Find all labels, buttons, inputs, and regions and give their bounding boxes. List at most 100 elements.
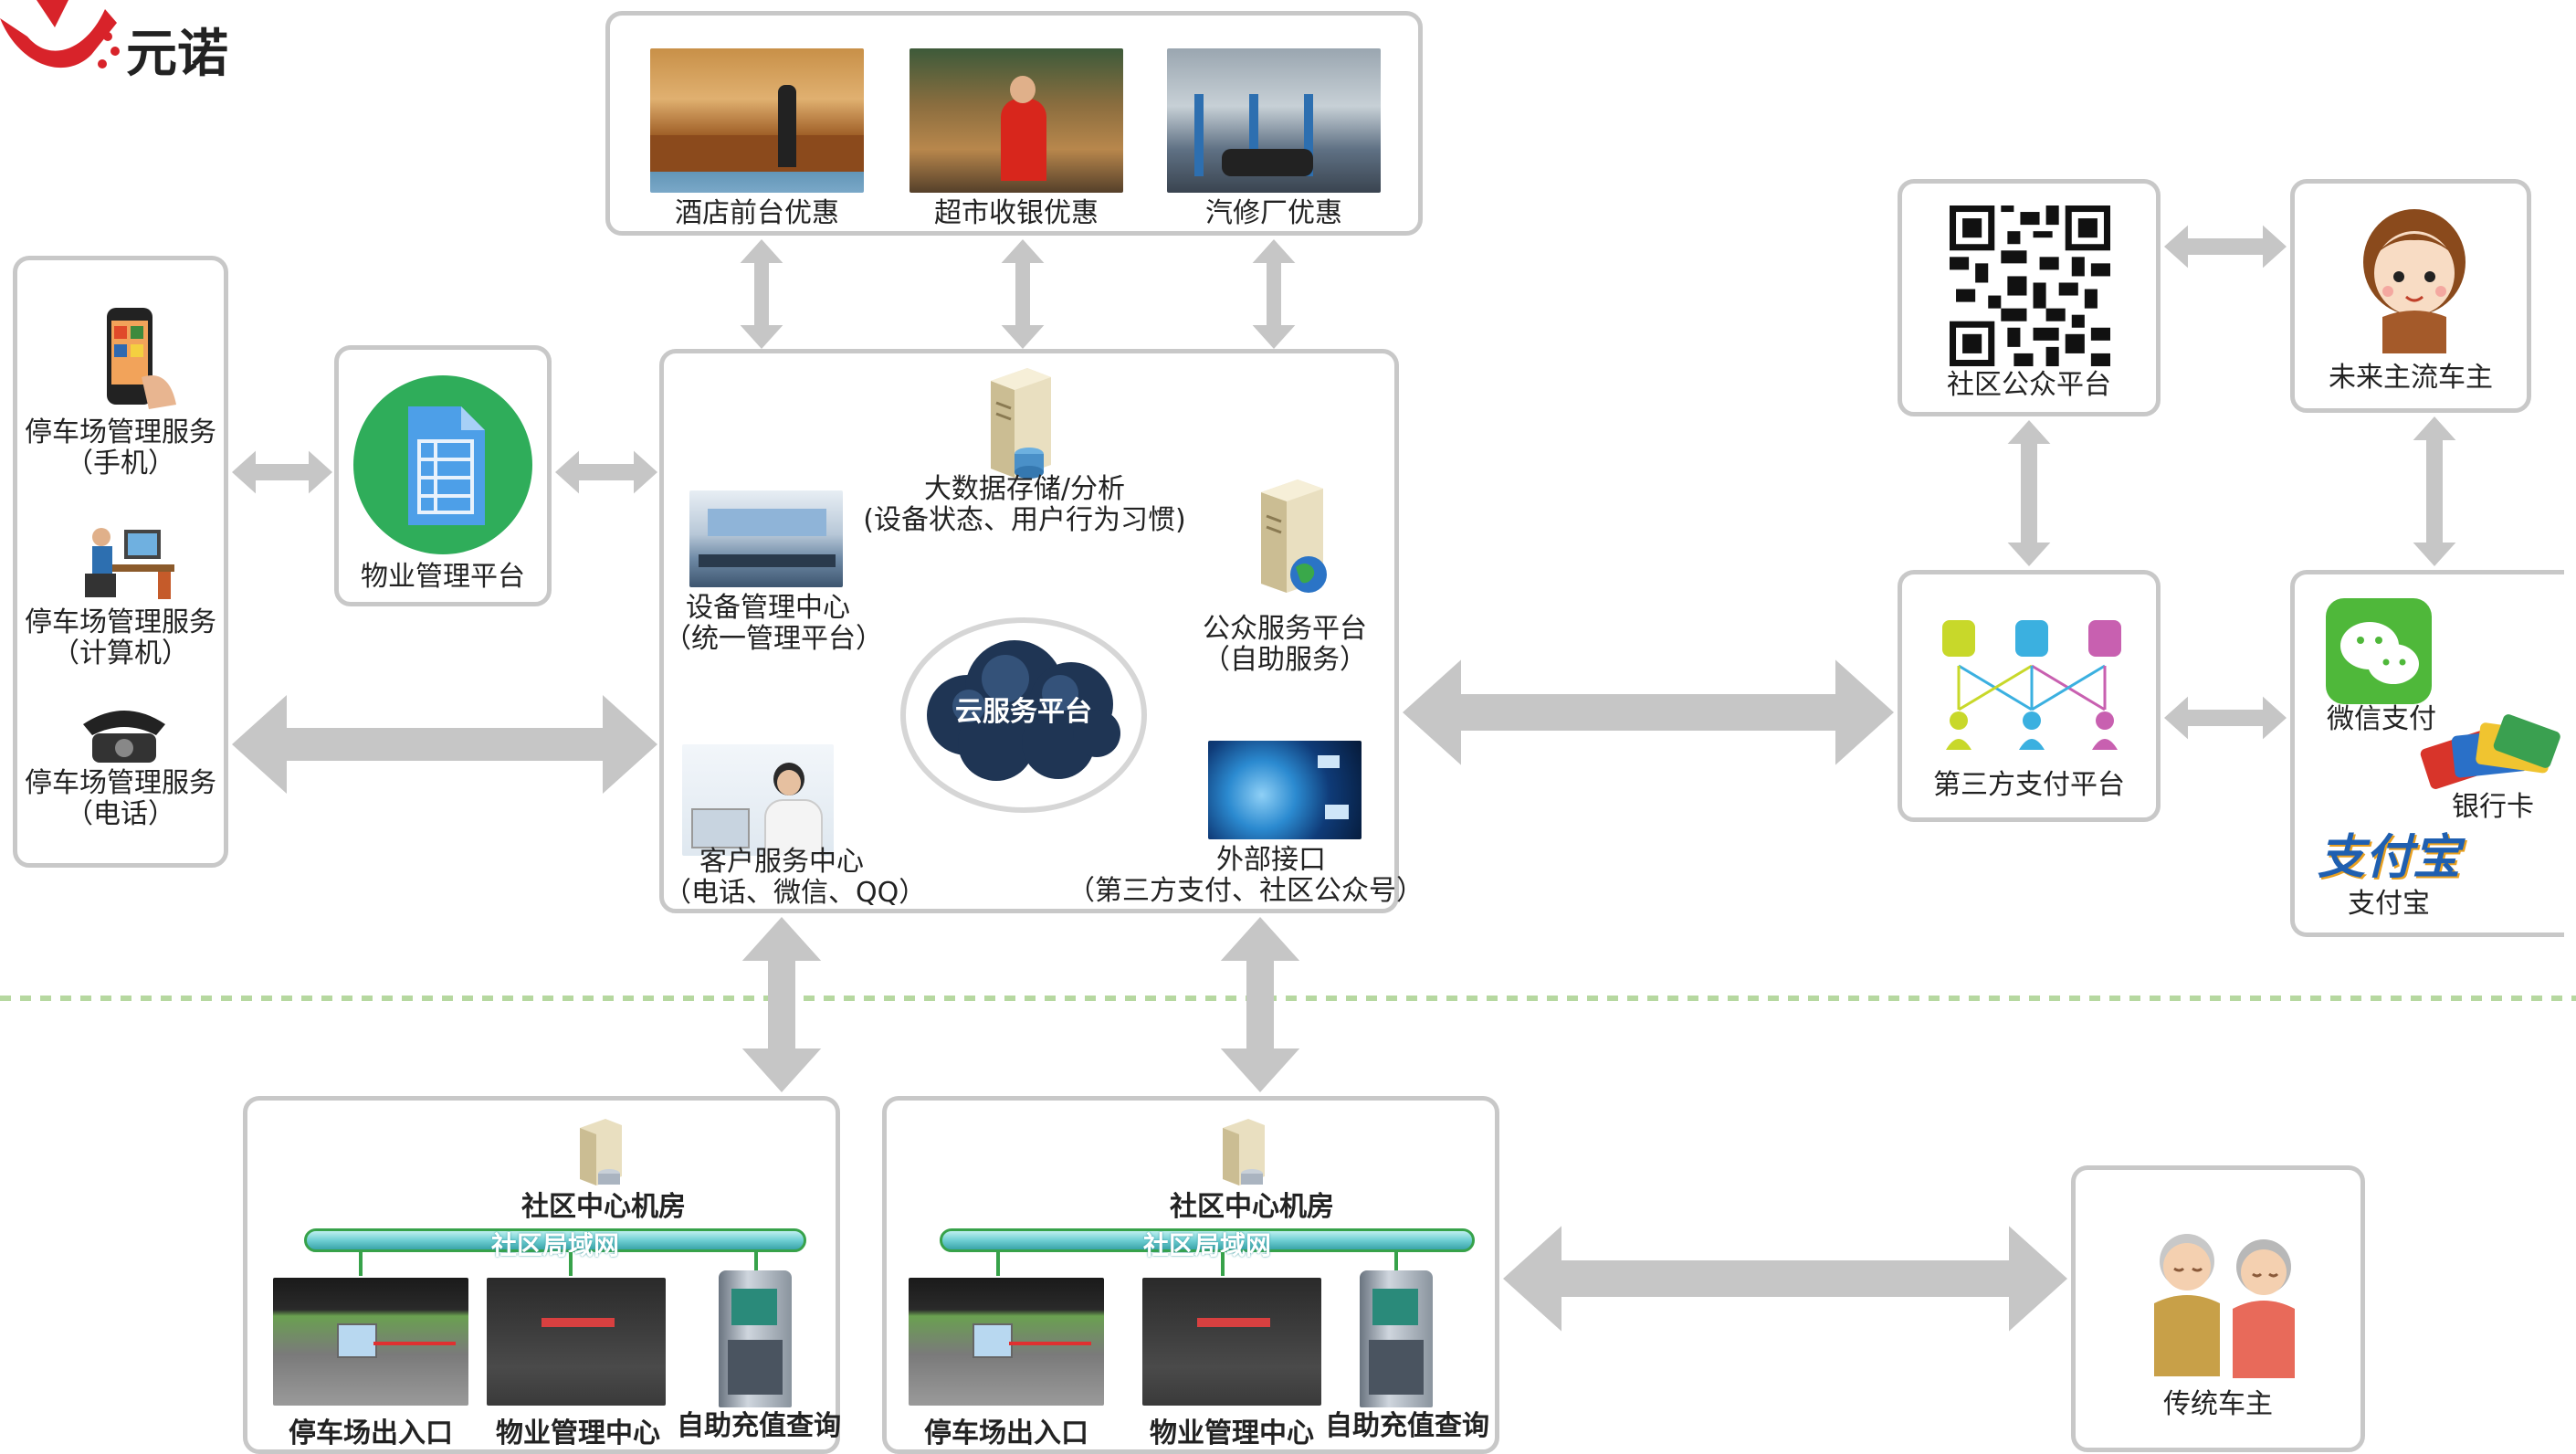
site1-drop-line-2 xyxy=(569,1252,573,1276)
client-mobile-line2: （手机） xyxy=(66,448,175,479)
arrow-site2-traditional xyxy=(1503,1226,2067,1332)
arrow-thirdparty-wallet xyxy=(2164,696,2287,740)
site2-kiosk-photo xyxy=(1360,1270,1433,1407)
site2-item-property: 物业管理中心 xyxy=(1150,1417,1314,1449)
site2-drop-line-2 xyxy=(1221,1252,1225,1276)
future-owner-label: 未来主流车主 xyxy=(2329,362,2493,394)
arrow-qr-future xyxy=(2164,225,2287,269)
site2-lan-bar: 社区局域网 xyxy=(940,1228,1475,1260)
property-platform-box: 物业管理平台 xyxy=(334,345,552,606)
arrow-mobile-property xyxy=(232,450,332,494)
community-site-2: 社区中心机房 社区局域网 停车场出入口 物业管理中心 自助充值查询 xyxy=(882,1096,1499,1454)
external-interface-line1: 外部接口 xyxy=(1216,844,1326,876)
wechat-pay-label: 微信支付 xyxy=(2327,703,2436,735)
alipay-logo-text: 支付宝 xyxy=(2317,830,2460,885)
site2-property-center-photo xyxy=(1142,1278,1321,1406)
site1-property-center-photo xyxy=(487,1278,666,1406)
arrow-hotel-cloud xyxy=(740,239,783,349)
community-public-box: 社区公众平台 xyxy=(1898,179,2161,416)
device-mgmt-line1: 设备管理中心 xyxy=(686,592,850,624)
client-mobile-line1: 停车场管理服务 xyxy=(25,416,216,448)
site2-parking-gate-photo xyxy=(909,1278,1104,1406)
site2-server-icon xyxy=(1223,1119,1265,1185)
mobile-phone-icon xyxy=(107,308,176,409)
external-interface-line2: （第三方支付、社区公众号） xyxy=(1067,875,1424,907)
third-party-pay-label: 第三方支付平台 xyxy=(1933,769,2125,801)
site2-item-kiosk: 自助充值查询 xyxy=(1325,1410,1489,1442)
cloud-label: 云服务平台 xyxy=(955,696,1092,728)
site1-lan-label: 社区局域网 xyxy=(490,1230,619,1260)
auto-repair-shop-photo xyxy=(1167,48,1381,193)
site1-item-kiosk: 自助充值查询 xyxy=(677,1410,841,1442)
customer-service-photo xyxy=(682,744,834,856)
arrow-cloud-payment xyxy=(1403,659,1894,765)
alipay-label: 支付宝 xyxy=(2348,888,2430,920)
site2-lan-label: 社区局域网 xyxy=(1142,1230,1271,1260)
traditional-owner-box: 传统车主 xyxy=(2071,1165,2365,1452)
site1-parking-gate-photo xyxy=(273,1278,468,1406)
computer-user-icon xyxy=(85,528,174,599)
merchant-label-auto-repair: 汽修厂优惠 xyxy=(1205,197,1342,229)
payment-network-icon xyxy=(1942,620,2121,750)
yuannuo-logo-icon xyxy=(0,0,120,68)
big-data-line2: (设备状态、用户行为习惯) xyxy=(863,504,1186,536)
site2-room-label: 社区中心机房 xyxy=(1170,1191,1334,1223)
arrow-qr-thirdparty xyxy=(2007,420,2051,566)
payment-methods-box: 微信支付 银行卡 支付宝 支付宝 xyxy=(2290,570,2564,937)
cloud-service-box: 大数据存储/分析 (设备状态、用户行为习惯) 设备管理中心 （统一管理平台） 公… xyxy=(659,349,1424,913)
arrow-cloud-site2 xyxy=(1220,917,1300,1092)
brand-logo: 元诺 xyxy=(0,0,256,100)
brand-name: 元诺 xyxy=(126,25,228,84)
arrow-property-cloud xyxy=(555,450,657,494)
client-computer-line2: （计算机） xyxy=(52,637,189,669)
site2-drop-line-3 xyxy=(1394,1252,1398,1276)
site1-drop-line-1 xyxy=(359,1252,363,1276)
arrow-autorepair-cloud xyxy=(1252,239,1296,349)
site1-item-parking: 停车场出入口 xyxy=(289,1417,453,1449)
supermarket-checkout-photo xyxy=(909,48,1123,193)
site1-kiosk-photo xyxy=(719,1270,792,1407)
site2-drop-line-1 xyxy=(996,1252,1000,1276)
big-data-server-icon xyxy=(991,368,1051,479)
wechat-pay-icon xyxy=(2326,598,2432,704)
traditional-owner-label: 传统车主 xyxy=(2163,1388,2273,1420)
client-computer-line1: 停车场管理服务 xyxy=(25,606,216,638)
elderly-couple-avatar xyxy=(2154,1234,2295,1378)
document-icon xyxy=(353,375,532,554)
young-driver-avatar xyxy=(2363,209,2466,353)
arrow-supermarket-cloud xyxy=(1001,239,1045,349)
property-platform-label: 物业管理平台 xyxy=(361,561,525,593)
device-mgmt-line2: （统一管理平台） xyxy=(664,623,883,655)
big-data-line1: 大数据存储/分析 xyxy=(923,473,1126,505)
site1-item-property: 物业管理中心 xyxy=(496,1417,660,1449)
public-service-server-icon xyxy=(1261,479,1327,593)
site1-server-icon xyxy=(580,1119,622,1185)
site1-lan-bar: 社区局域网 xyxy=(304,1228,806,1260)
external-interface-photo xyxy=(1208,741,1362,839)
public-service-line1: 公众服务平台 xyxy=(1203,613,1367,645)
parking-clients-box: 停车场管理服务 （手机） 停车场管理服务 （计算机） 停车场管理服务 （电话） xyxy=(13,256,228,868)
community-public-label: 社区公众平台 xyxy=(1947,369,2111,401)
telephone-icon xyxy=(83,711,165,763)
customer-service-line1: 客户服务中心 xyxy=(699,846,864,878)
public-service-line2: （自助服务） xyxy=(1203,644,1367,676)
site1-room-label: 社区中心机房 xyxy=(521,1191,686,1223)
bank-cards-icon xyxy=(2420,714,2560,789)
future-owner-box: 未来主流车主 xyxy=(2290,179,2531,413)
site2-item-parking: 停车场出入口 xyxy=(924,1417,1088,1449)
site1-drop-line-3 xyxy=(754,1252,758,1276)
arrow-cloud-site1 xyxy=(741,917,822,1092)
merchant-services-box: 酒店前台优惠 超市收银优惠 汽修厂优惠 xyxy=(605,11,1423,236)
hotel-front-desk-photo xyxy=(650,48,864,193)
arrow-future-wallet xyxy=(2413,416,2456,566)
client-phone-line1: 停车场管理服务 xyxy=(25,767,216,799)
arrow-phone-cloud xyxy=(232,695,657,794)
client-phone-line2: （电话） xyxy=(66,798,175,830)
bank-card-label: 银行卡 xyxy=(2452,791,2534,823)
customer-service-line2: （电话、微信、QQ） xyxy=(664,877,927,909)
merchant-label-hotel: 酒店前台优惠 xyxy=(675,197,839,229)
third-party-pay-box: 第三方支付平台 xyxy=(1898,570,2161,822)
merchant-label-supermarket: 超市收银优惠 xyxy=(934,197,1099,229)
cloud-icon xyxy=(900,617,1147,813)
community-site-1: 社区中心机房 社区局域网 停车场出入口 物业管理中心 自助充值查询 xyxy=(243,1096,841,1454)
